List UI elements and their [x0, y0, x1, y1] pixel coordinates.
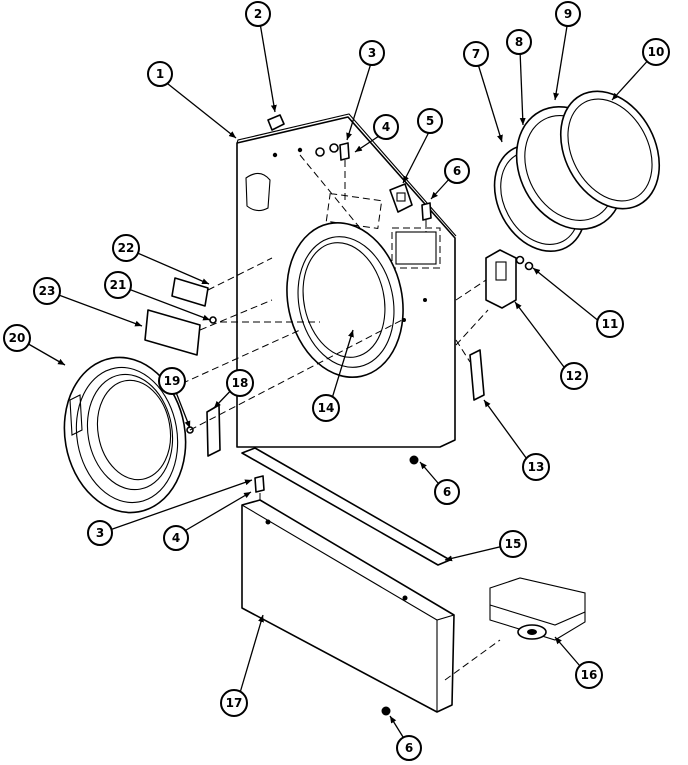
callout-3: 3: [359, 40, 385, 66]
callout-label: 3: [368, 46, 376, 60]
callout-12: 12: [560, 362, 588, 390]
callout-14: 14: [312, 394, 340, 422]
callout-label: 1: [156, 67, 164, 81]
base-detail: [489, 577, 586, 641]
callout-13: 13: [522, 453, 550, 481]
callout-15: 15: [499, 530, 527, 558]
labels: [144, 277, 209, 356]
callout-9: 9: [555, 1, 581, 27]
callout-label: 9: [564, 7, 572, 21]
callout-label: 4: [382, 120, 390, 134]
callout-label: 18: [232, 376, 249, 390]
callout-2: 2: [245, 1, 271, 27]
hinge-bracket: [206, 404, 221, 457]
callout-label: 6: [405, 741, 413, 755]
callout-label: 8: [515, 35, 523, 49]
callout-label: 17: [226, 696, 243, 710]
strike-bracket: [469, 349, 485, 401]
callout-21: 21: [104, 271, 132, 299]
front-panel: [236, 113, 457, 448]
callout-label: 6: [453, 164, 461, 178]
callout-8: 8: [506, 29, 532, 55]
door-assembly: [63, 356, 187, 514]
callout-17: 17: [220, 689, 248, 717]
callout-1: 1: [147, 61, 173, 87]
door-latch: [485, 249, 534, 309]
callout-label: 15: [505, 537, 522, 551]
callout-label: 3: [96, 526, 104, 540]
callout-5: 5: [417, 108, 443, 134]
clip: [267, 114, 285, 131]
callout-18: 18: [226, 369, 254, 397]
callout-label: 22: [118, 241, 135, 255]
callout-label: 14: [318, 401, 335, 415]
callout-11: 11: [596, 310, 624, 338]
callout-3b: 3: [87, 520, 113, 546]
callout-label: 19: [164, 374, 181, 388]
kick-panel: [241, 499, 455, 713]
callout-20: 20: [3, 324, 31, 352]
callout-label: 12: [566, 369, 583, 383]
callout-label: 13: [528, 460, 545, 474]
callout-4b: 4: [163, 525, 189, 551]
callout-23: 23: [33, 277, 61, 305]
callout-label: 23: [39, 284, 56, 298]
callout-19: 19: [158, 367, 186, 395]
callout-label: 10: [648, 45, 665, 59]
door-gasket-assembly: [493, 90, 661, 253]
callout-label: 20: [9, 331, 26, 345]
assembly-lines: [171, 154, 501, 681]
callout-label: 7: [472, 47, 480, 61]
callout-6b: 6: [434, 479, 460, 505]
callout-7: 7: [463, 41, 489, 67]
callout-label: 21: [110, 278, 127, 292]
callout-6c: 6: [396, 735, 422, 761]
callout-label: 6: [443, 485, 451, 499]
callout-label: 5: [426, 114, 434, 128]
callout-label: 4: [172, 531, 180, 545]
callout-6: 6: [444, 158, 470, 184]
callout-4: 4: [373, 114, 399, 140]
leader-lines: [17, 19, 653, 746]
callout-16: 16: [575, 661, 603, 689]
fasteners: [186, 142, 432, 716]
switch: [389, 183, 413, 213]
callout-label: 2: [254, 7, 262, 21]
callout-10: 10: [642, 38, 670, 66]
callout-label: 11: [602, 317, 619, 331]
callout-22: 22: [112, 234, 140, 262]
callout-label: 16: [581, 668, 598, 682]
